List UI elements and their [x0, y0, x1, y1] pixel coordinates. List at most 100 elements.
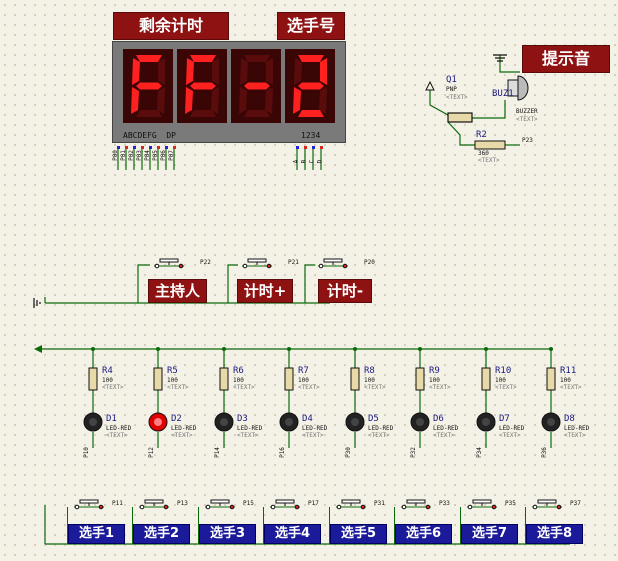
- player-net-label: P11: [112, 500, 123, 507]
- segment-g: [190, 82, 216, 90]
- led-text: <TEXT>: [106, 432, 128, 439]
- segment-c: [211, 87, 219, 114]
- pin-marker: [173, 146, 176, 149]
- player-net-label: P37: [570, 500, 581, 507]
- player-net-label: P13: [177, 500, 188, 507]
- digit-pin-label: A: [292, 159, 300, 164]
- display-pin-label: P05: [151, 150, 159, 161]
- player-switch[interactable]: [268, 498, 302, 510]
- led-ref: D8: [564, 414, 575, 424]
- r2-net: P23: [522, 137, 533, 144]
- resistor-ref: R8: [364, 366, 375, 376]
- resistor-value: 100: [102, 377, 113, 384]
- player-net-label: P31: [374, 500, 385, 507]
- segment-a: [136, 55, 162, 62]
- led-type: LED-RED: [106, 425, 132, 432]
- led-pin: P10: [82, 447, 90, 458]
- display-pin-label: P04: [143, 150, 151, 161]
- pin-marker: [296, 146, 299, 149]
- segment-b: [158, 58, 165, 85]
- player-wire: [329, 507, 330, 544]
- digit-pin-label: B: [300, 159, 308, 164]
- pin-marker: [149, 146, 152, 149]
- remaining-time-label: 剩余计时: [113, 12, 229, 40]
- player-switch[interactable]: [465, 498, 499, 510]
- resistor-ref: R6: [233, 366, 244, 376]
- segment-a: [244, 55, 270, 62]
- pin-marker: [117, 146, 120, 149]
- segment-g: [298, 82, 324, 90]
- digit-3: [231, 49, 281, 123]
- segment-b: [320, 58, 327, 85]
- digit-4: [285, 49, 335, 123]
- control-net-label: P21: [288, 259, 299, 266]
- led-text: <TEXT>: [171, 432, 193, 439]
- player-number-label: 选手号: [277, 12, 345, 40]
- control-switch[interactable]: [152, 257, 186, 269]
- digit-pin-label: 1234: [301, 131, 321, 140]
- control-switch[interactable]: [240, 257, 274, 269]
- led-text: <TEXT>: [564, 432, 586, 439]
- player-switch[interactable]: [137, 498, 171, 510]
- resistor-value: 100: [560, 377, 571, 384]
- led-ref: D5: [368, 414, 379, 424]
- control-button-label: 计时+: [237, 279, 293, 303]
- led-pin: P12: [147, 447, 155, 458]
- resistor-text: <TEXT>: [495, 384, 517, 391]
- player-switch[interactable]: [399, 498, 433, 510]
- buzzer-text: <TEXT>: [516, 116, 538, 123]
- pin-marker: [125, 146, 128, 149]
- player-switch[interactable]: [203, 498, 237, 510]
- digit-1-segments: [131, 55, 165, 117]
- resistor-value: 100: [495, 377, 506, 384]
- segment-d: [190, 110, 216, 117]
- pin-marker: [157, 146, 160, 149]
- player-button-label: 选手6: [395, 524, 452, 544]
- digit-4-segments: [293, 55, 327, 117]
- control-switch[interactable]: [316, 257, 350, 269]
- led-ref: D3: [237, 414, 248, 424]
- led-text: <TEXT>: [302, 432, 324, 439]
- display-pin-label: P02: [127, 150, 135, 161]
- buzzer-type: BUZZER: [516, 108, 538, 115]
- segment-d: [298, 110, 324, 117]
- player-switch[interactable]: [530, 498, 564, 510]
- led-text: <TEXT>: [499, 432, 521, 439]
- resistor-value: 100: [233, 377, 244, 384]
- led-pin: P36: [540, 447, 548, 458]
- control-button-label: 主持人: [148, 279, 207, 303]
- player-wire: [263, 507, 264, 544]
- resistor-text: <TEXT>: [429, 384, 451, 391]
- segment-d: [136, 110, 162, 117]
- player-button-label: 选手8: [526, 524, 583, 544]
- segment-a: [298, 55, 324, 62]
- led-ref: D1: [106, 414, 117, 424]
- display-pin-label: P07: [167, 150, 175, 161]
- led-type: LED-RED: [433, 425, 459, 432]
- digit-2: [177, 49, 227, 123]
- segment-b: [212, 58, 219, 85]
- transistor-type: PNP: [446, 86, 457, 93]
- player-net-label: P33: [439, 500, 450, 507]
- led-text: <TEXT>: [368, 432, 390, 439]
- segment-g: [136, 82, 162, 90]
- pin-marker: [133, 146, 136, 149]
- player-switch[interactable]: [334, 498, 368, 510]
- digit-pin-label: C: [308, 159, 316, 164]
- led-pin: P32: [409, 447, 417, 458]
- player-switch[interactable]: [72, 498, 106, 510]
- led-pin: P16: [278, 447, 286, 458]
- resistor-text: <TEXT>: [167, 384, 189, 391]
- led-text: <TEXT>: [433, 432, 455, 439]
- segment-b: [266, 58, 273, 85]
- resistor-ref: R5: [167, 366, 178, 376]
- player-button-label: 选手2: [133, 524, 190, 544]
- resistor-value: 100: [364, 377, 375, 384]
- control-net-label: P22: [200, 259, 211, 266]
- pin-marker: [304, 146, 307, 149]
- player-button-label: 选手5: [330, 524, 387, 544]
- resistor-ref: R7: [298, 366, 309, 376]
- resistor-text: <TEXT>: [233, 384, 255, 391]
- resistor-ref: R4: [102, 366, 113, 376]
